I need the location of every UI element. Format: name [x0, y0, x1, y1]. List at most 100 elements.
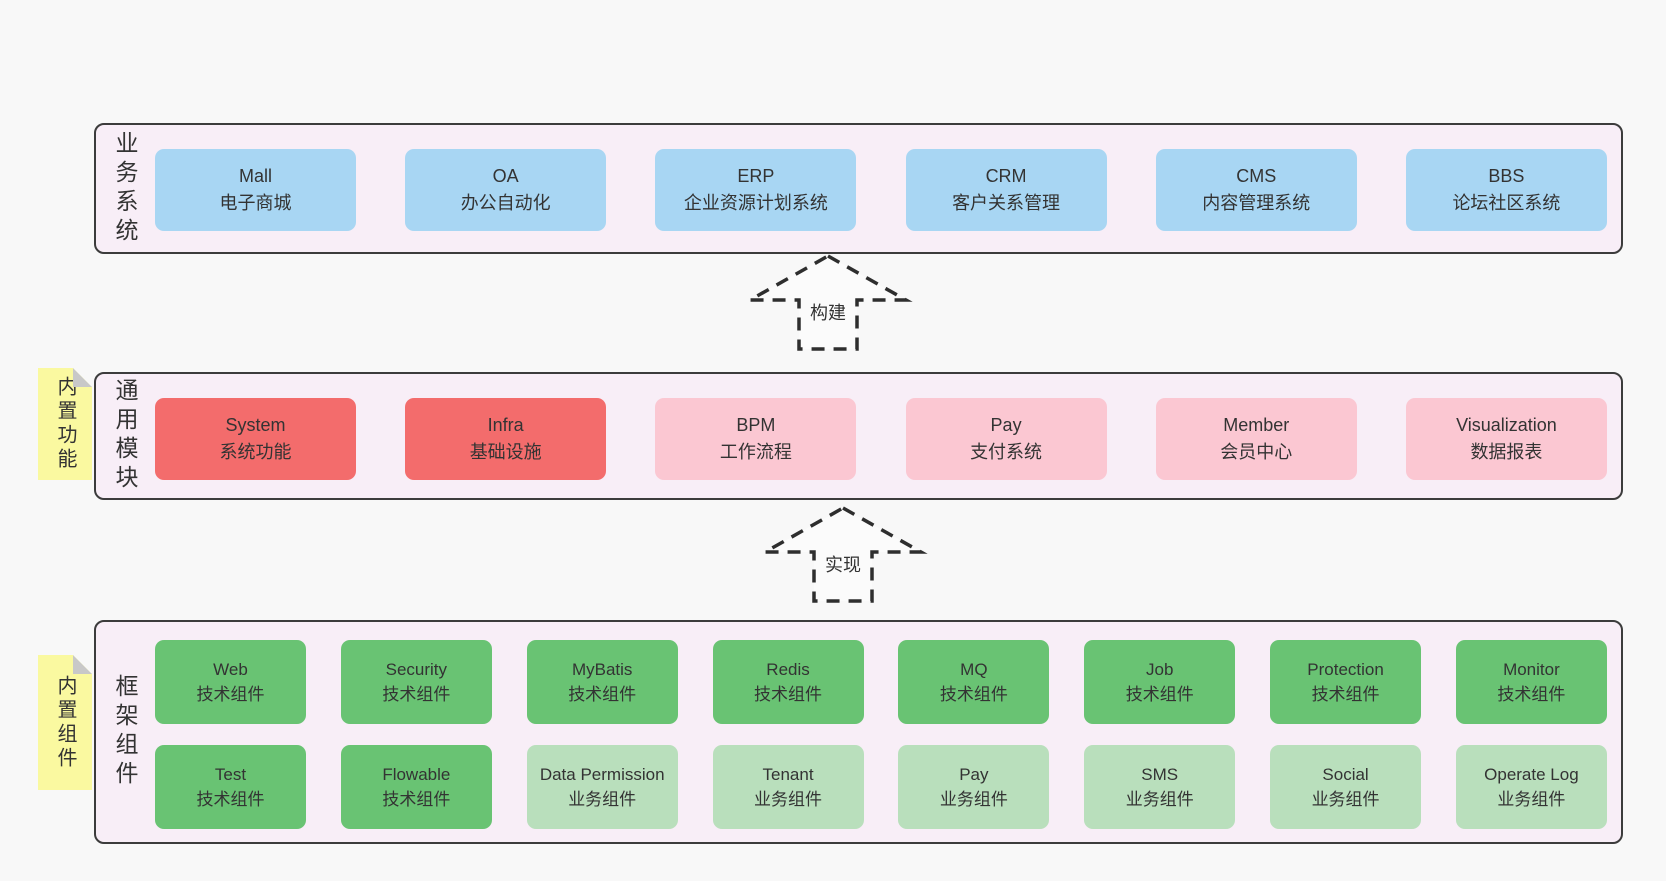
box-protection: Protection 技术组件	[1270, 640, 1422, 724]
box-title: System	[225, 415, 286, 435]
modules-box-row: System 系统功能 Infra 基础设施 BPM 工作流程 Pay 支付系统…	[155, 398, 1607, 480]
box-bpm: BPM 工作流程	[655, 398, 857, 480]
box-web: Web 技术组件	[155, 640, 306, 724]
box-title: BPM	[736, 415, 776, 435]
box-title: Web	[213, 660, 248, 679]
implement-arrow-label: 实现	[825, 555, 861, 575]
box-title: Security	[385, 660, 448, 679]
box-flowable: Flowable 技术组件	[340, 745, 492, 829]
box-cms: CMS 内容管理系统	[1155, 149, 1357, 231]
panel-label-business: 业务系统	[112, 130, 138, 247]
folded-corner-icon	[73, 655, 92, 674]
box-title: Data Permission	[539, 765, 665, 784]
box-subtitle: 支付系统	[970, 442, 1043, 462]
box-subtitle: 电子商城	[219, 193, 292, 213]
sticky-note-builtin-components: 内置组件	[38, 655, 92, 790]
box-subtitle: 技术组件	[196, 685, 265, 704]
box-crm: CRM 客户关系管理	[905, 149, 1107, 231]
box-subtitle: 业务组件	[1497, 790, 1566, 809]
box-infra: Infra 基础设施	[405, 398, 607, 480]
box-member: Member 会员中心	[1155, 398, 1357, 480]
box-visualization: Visualization 数据报表	[1405, 398, 1607, 480]
sticky-note-text: 内置组件	[54, 674, 76, 771]
box-title: OA	[492, 166, 519, 186]
box-subtitle: 技术组件	[382, 685, 451, 704]
build-arrow-label: 构建	[810, 303, 846, 323]
box-mall: Mall 电子商城	[155, 149, 356, 231]
box-subtitle: 业务组件	[939, 790, 1008, 809]
box-title: SMS	[1141, 765, 1179, 784]
box-redis: Redis 技术组件	[712, 640, 864, 724]
box-subtitle: 技术组件	[939, 685, 1008, 704]
box-subtitle: 数据报表	[1470, 442, 1543, 462]
box-subtitle: 业务组件	[1311, 790, 1380, 809]
components-box-row-2: Test 技术组件 Flowable 技术组件 Data Permission …	[155, 745, 1607, 829]
components-box-row-1: Web 技术组件 Security 技术组件 MyBatis 技术组件 Redi…	[155, 640, 1607, 724]
panel-label-modules: 通用模块	[112, 378, 138, 494]
box-title: Visualization	[1456, 415, 1557, 435]
box-title: Social	[1322, 765, 1369, 784]
box-title: ERP	[737, 166, 775, 186]
box-subtitle: 企业资源计划系统	[683, 193, 828, 213]
sticky-note-text: 内置功能	[54, 376, 76, 472]
box-subtitle: 会员中心	[1220, 442, 1293, 462]
box-subtitle: 业务组件	[754, 790, 823, 809]
framework-components-panel: 框架组件 Web 技术组件 Security 技术组件 MyBatis 技术组件…	[94, 620, 1623, 844]
box-subtitle: 技术组件	[568, 685, 637, 704]
box-subtitle: 技术组件	[382, 790, 451, 809]
box-subtitle: 技术组件	[196, 790, 265, 809]
sticky-note-builtin-features: 内置功能	[38, 368, 92, 480]
box-operate-log: Operate Log 业务组件	[1455, 745, 1607, 829]
build-arrow: 构建	[743, 252, 913, 354]
box-title: Pay	[990, 415, 1022, 435]
box-monitor: Monitor 技术组件	[1455, 640, 1607, 724]
box-title: Protection	[1307, 660, 1384, 679]
box-pay: Pay 支付系统	[905, 398, 1107, 480]
box-subtitle: 客户关系管理	[952, 193, 1061, 213]
box-sms: SMS 业务组件	[1084, 745, 1236, 829]
box-subtitle: 业务组件	[568, 790, 637, 809]
box-title: Operate Log	[1484, 765, 1579, 784]
box-title: Pay	[959, 765, 989, 784]
box-title: Job	[1146, 660, 1174, 679]
box-data-permission: Data Permission 业务组件	[526, 745, 678, 829]
box-oa: OA 办公自动化	[405, 149, 607, 231]
box-subtitle: 基础设施	[469, 442, 542, 462]
box-mq: MQ 技术组件	[898, 640, 1050, 724]
box-subtitle: 工作流程	[719, 442, 792, 462]
box-title: Flowable	[382, 765, 451, 784]
box-social: Social 业务组件	[1270, 745, 1422, 829]
box-title: Infra	[487, 415, 524, 435]
box-subtitle: 论坛社区系统	[1452, 193, 1561, 213]
box-subtitle: 技术组件	[754, 685, 823, 704]
common-modules-panel: 通用模块 System 系统功能 Infra 基础设施 BPM 工作流程 Pay…	[94, 372, 1623, 500]
box-title: MQ	[960, 660, 988, 679]
box-title: BBS	[1488, 166, 1525, 186]
box-subtitle: 业务组件	[1125, 790, 1194, 809]
box-title: CRM	[985, 166, 1027, 186]
box-subtitle: 系统功能	[219, 442, 292, 462]
box-pay-biz: Pay 业务组件	[898, 745, 1050, 829]
business-box-row: Mall 电子商城 OA 办公自动化 ERP 企业资源计划系统 CRM 客户关系…	[155, 149, 1607, 231]
box-erp: ERP 企业资源计划系统	[655, 149, 857, 231]
box-title: MyBatis	[571, 660, 633, 679]
box-tenant: Tenant 业务组件	[712, 745, 864, 829]
implement-arrow: 实现	[758, 504, 928, 606]
box-subtitle: 技术组件	[1311, 685, 1380, 704]
box-title: Monitor	[1503, 660, 1560, 679]
box-job: Job 技术组件	[1084, 640, 1236, 724]
box-subtitle: 内容管理系统	[1202, 193, 1311, 213]
box-title: Tenant	[762, 765, 814, 784]
folded-corner-icon	[73, 368, 92, 387]
box-bbs: BBS 论坛社区系统	[1405, 149, 1607, 231]
box-mybatis: MyBatis 技术组件	[526, 640, 678, 724]
box-title: Test	[214, 765, 247, 784]
box-title: Redis	[766, 660, 810, 679]
box-system: System 系统功能	[155, 398, 356, 480]
box-subtitle: 办公自动化	[460, 193, 551, 213]
box-title: Mall	[238, 166, 272, 186]
box-security: Security 技术组件	[340, 640, 492, 724]
box-subtitle: 技术组件	[1125, 685, 1194, 704]
box-title: CMS	[1236, 166, 1277, 186]
